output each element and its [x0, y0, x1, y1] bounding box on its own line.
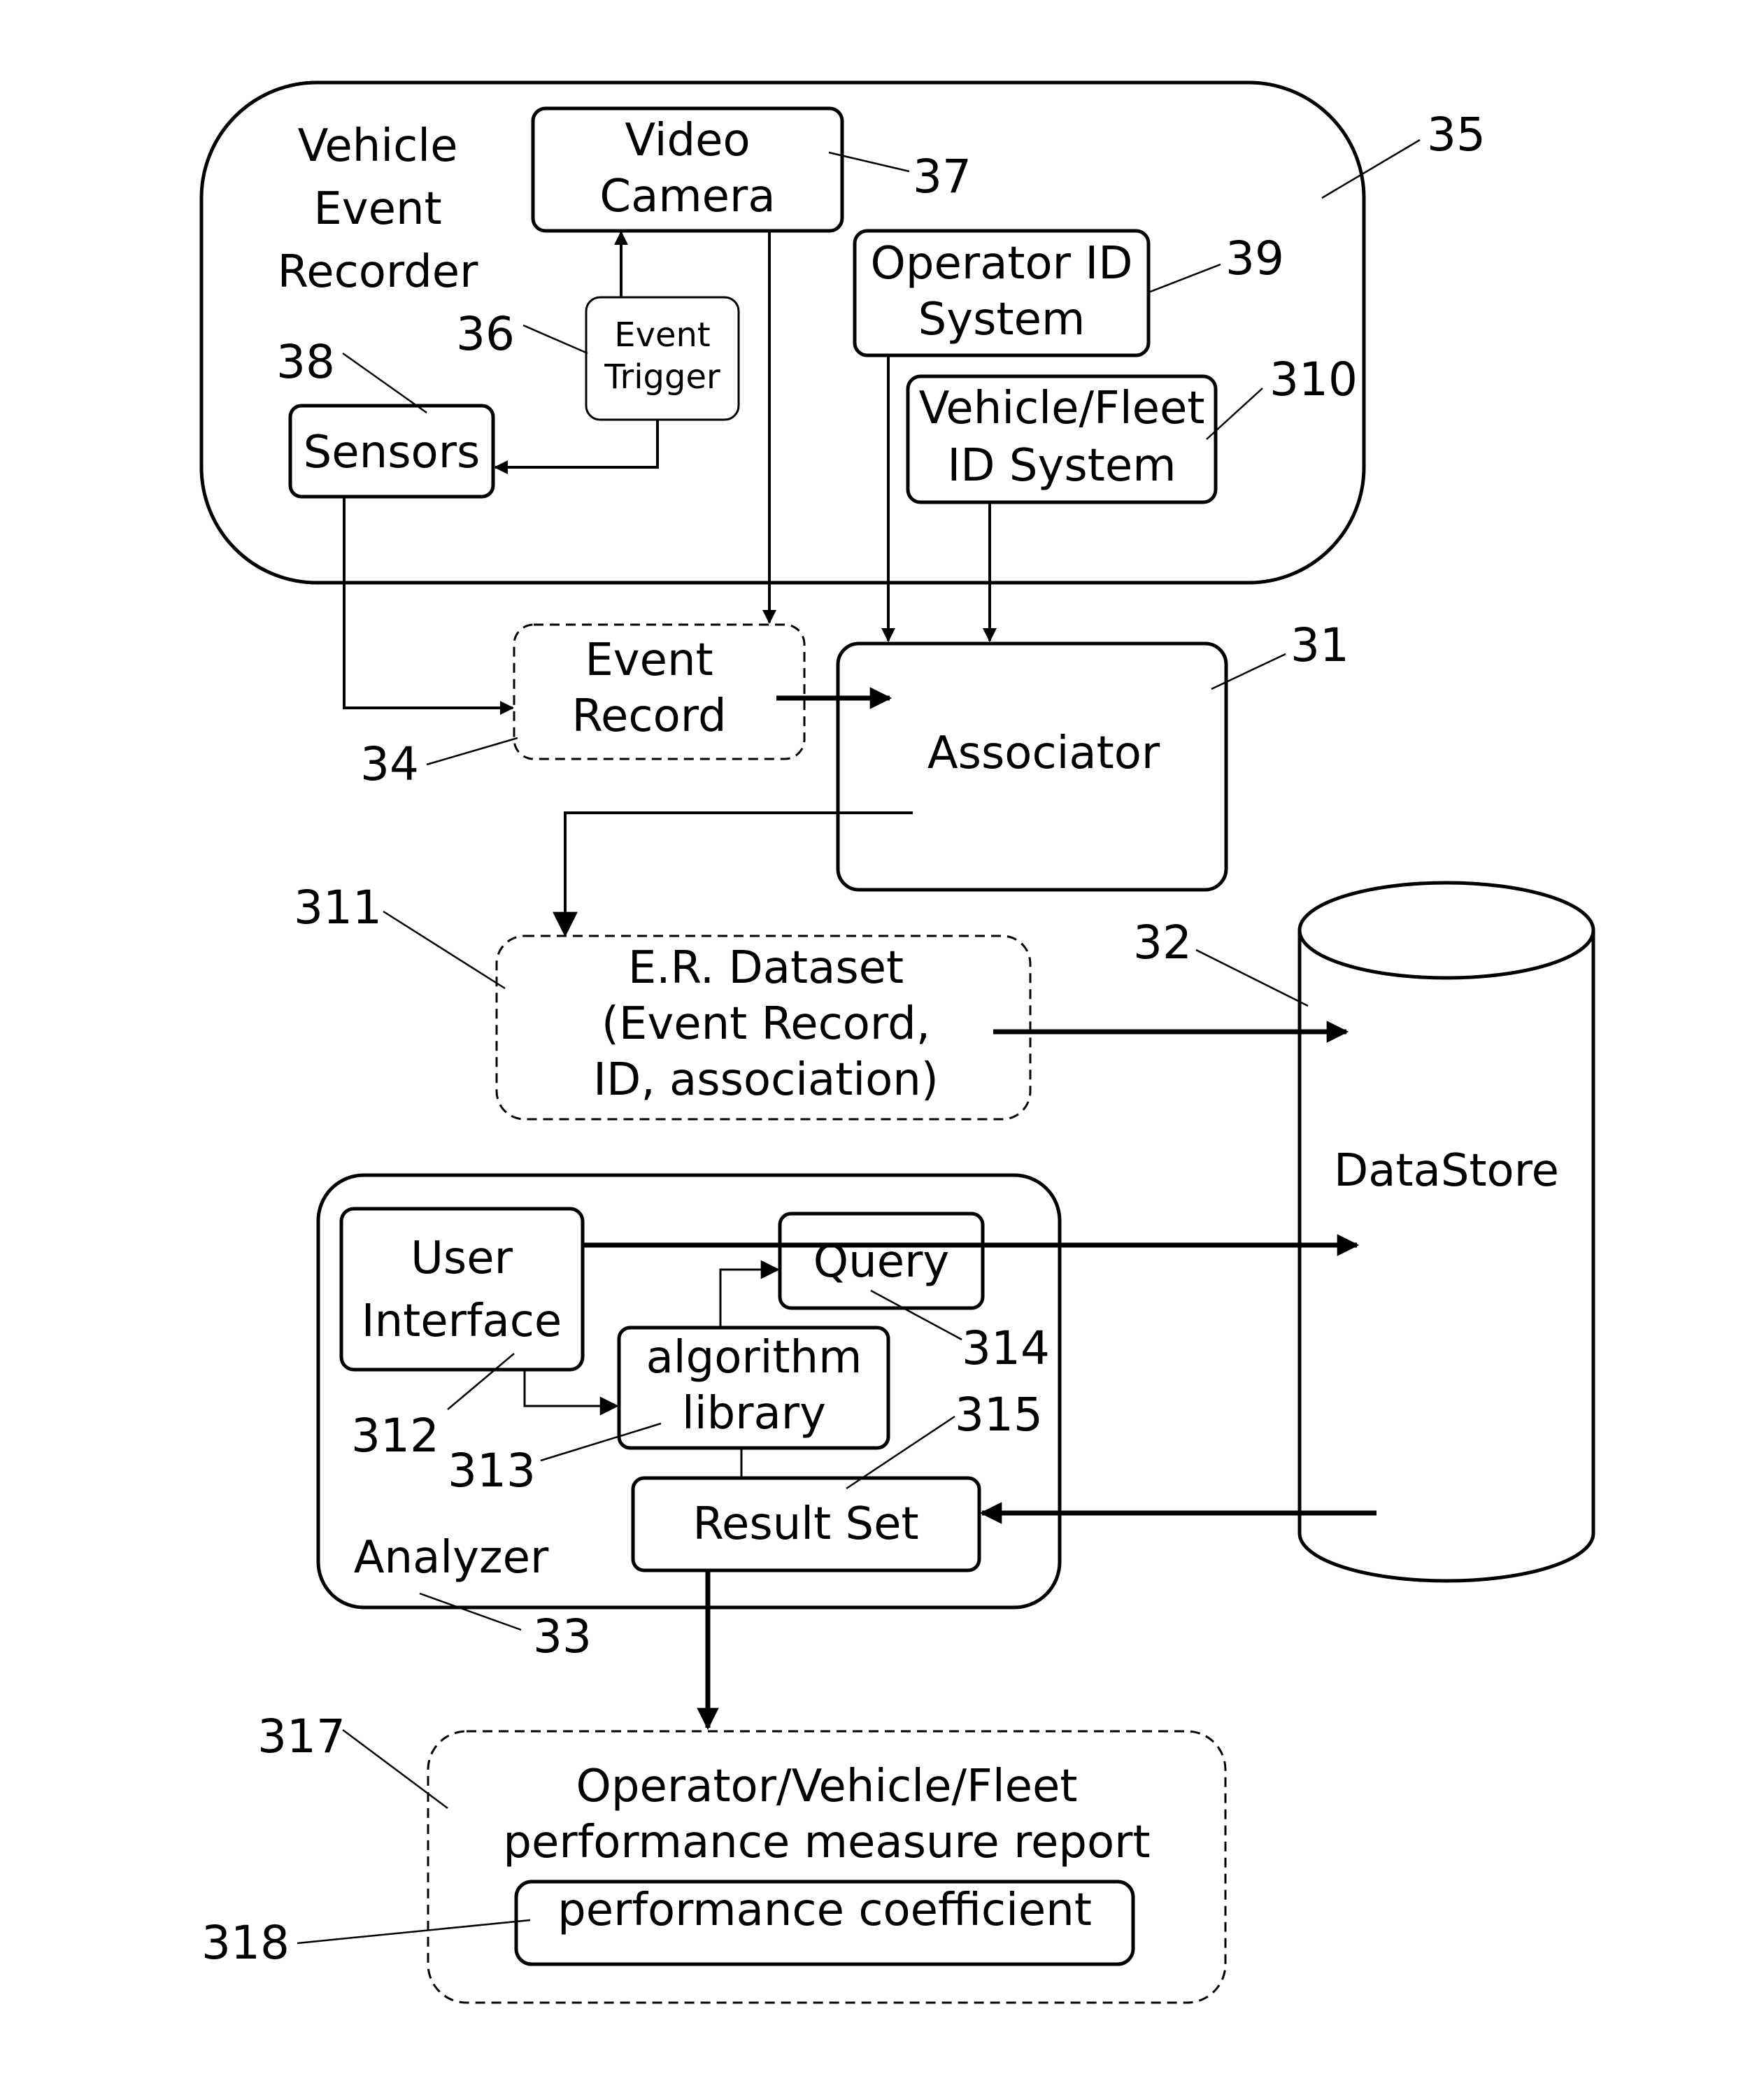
- sensors-box: Sensors: [290, 406, 493, 497]
- ref-311: 311: [294, 881, 382, 935]
- operator-id-line1: Operator ID: [871, 238, 1133, 290]
- arrow-library-to-query: [720, 1270, 778, 1328]
- user-interface-line1: User: [411, 1233, 513, 1284]
- associator-box: Associator: [838, 644, 1226, 890]
- arrow-associator-to-dataset: [565, 813, 913, 935]
- user-interface-line2: Interface: [362, 1295, 562, 1347]
- sensors-label: Sensors: [304, 427, 481, 478]
- ref-317: 317: [257, 1710, 346, 1763]
- ref-310: 310: [1269, 353, 1358, 406]
- vehicle-fleet-id-line1: Vehicle/Fleet: [919, 383, 1205, 434]
- performance-coefficient-label: performance coefficient: [557, 1884, 1092, 1936]
- recorder-title-line3: Recorder: [278, 246, 479, 298]
- recorder-title-line2: Event: [313, 183, 441, 235]
- query-box: Query: [780, 1214, 983, 1308]
- er-dataset-line3: ID, association): [593, 1054, 939, 1106]
- video-camera-line1: Video: [625, 115, 750, 166]
- ref-314: 314: [962, 1321, 1050, 1375]
- algorithm-library-line2: library: [682, 1388, 826, 1440]
- operator-id-line2: System: [918, 294, 1086, 346]
- vehicle-fleet-id-system-box: Vehicle/Fleet ID System: [908, 376, 1216, 502]
- algorithm-library-line1: algorithm: [646, 1332, 862, 1384]
- event-trigger-box: Event Trigger: [586, 297, 739, 420]
- performance-coefficient-box: performance coefficient: [516, 1882, 1133, 1964]
- ref-35: 35: [1427, 108, 1486, 162]
- report-line1: Operator/Vehicle/Fleet: [576, 1761, 1078, 1812]
- associator-label: Associator: [927, 727, 1160, 779]
- ref-31: 31: [1290, 618, 1349, 672]
- ref-36: 36: [456, 307, 515, 361]
- vehicle-fleet-id-line2: ID System: [947, 440, 1176, 492]
- event-record-line1: Event: [585, 634, 713, 686]
- event-record-box: Event Record: [514, 625, 804, 759]
- video-camera-line2: Camera: [599, 171, 775, 222]
- ref-312: 312: [351, 1409, 439, 1463]
- arrow-ui-to-library: [525, 1370, 617, 1406]
- arrow-sensors-to-event-record: [344, 497, 513, 708]
- event-trigger-line1: Event: [614, 315, 711, 355]
- result-set-label: Result Set: [692, 1498, 918, 1550]
- algorithm-library-box: algorithm library: [619, 1328, 888, 1448]
- recorder-title-line1: Vehicle: [298, 120, 458, 172]
- ref-37: 37: [913, 150, 972, 204]
- ref-313: 313: [448, 1444, 536, 1498]
- ref-33: 33: [533, 1610, 592, 1663]
- er-dataset-box: E.R. Dataset (Event Record, ID, associat…: [497, 936, 1030, 1119]
- operator-id-system-box: Operator ID System: [855, 231, 1148, 355]
- er-dataset-line2: (Event Record,: [602, 998, 930, 1050]
- analyzer-label: Analyzer: [354, 1532, 549, 1584]
- er-dataset-line1: E.R. Dataset: [628, 942, 904, 994]
- event-record-line2: Record: [571, 690, 726, 742]
- arrow-trigger-to-sensors: [495, 420, 657, 467]
- result-set-box: Result Set: [633, 1478, 979, 1570]
- user-interface-box: User Interface: [341, 1209, 583, 1370]
- performance-report-box: Operator/Vehicle/Fleet performance measu…: [428, 1731, 1225, 2003]
- report-line2: performance measure report: [503, 1817, 1150, 1868]
- vehicle-event-recorder: Vehicle Event Recorder: [201, 83, 1364, 583]
- event-trigger-line2: Trigger: [604, 357, 720, 397]
- datastore-cylinder: DataStore: [1300, 883, 1593, 1581]
- ref-315: 315: [955, 1388, 1043, 1442]
- ref-34: 34: [360, 737, 419, 791]
- ref-318: 318: [201, 1916, 290, 1970]
- ref-32: 32: [1133, 916, 1192, 970]
- ref-39: 39: [1225, 232, 1284, 285]
- video-camera-box: Video Camera: [533, 108, 842, 231]
- ref-38: 38: [276, 335, 335, 389]
- datastore-label: DataStore: [1334, 1145, 1559, 1197]
